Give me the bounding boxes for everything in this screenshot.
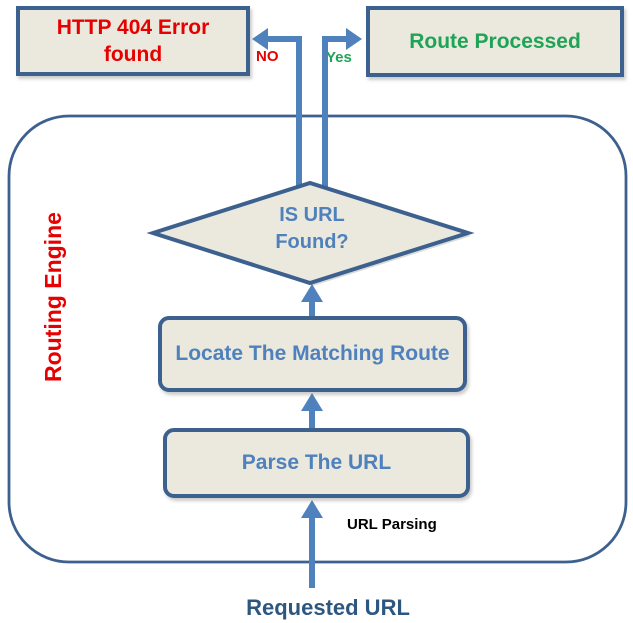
route-processed-label: Route Processed (409, 29, 581, 53)
http-404-error-line1: HTTP 404 Error (56, 16, 210, 39)
edge-label-no: NO (256, 48, 279, 65)
arrowhead-parse-to-locate (301, 393, 323, 411)
edge-label-yes: Yes (326, 49, 352, 66)
decision-line2: Found? (275, 231, 349, 253)
arrowhead-locate-to-decision (301, 284, 323, 302)
node-parse-url: Parse The URL (163, 428, 470, 498)
connector-yes-branch (322, 36, 348, 190)
http-404-error-line2: found (103, 43, 163, 66)
decision-diamond-text: IS URL Found? (232, 202, 392, 256)
node-route-processed: Route Processed (366, 6, 624, 77)
locate-matching-route-label: Locate The Matching Route (175, 342, 450, 365)
decision-diamond (146, 180, 475, 286)
parse-url-label: Parse The URL (241, 451, 392, 474)
url-parsing-annotation: URL Parsing (347, 516, 437, 533)
routing-engine-container-outline (7, 114, 628, 564)
arrowhead-yes-branch (346, 28, 362, 50)
node-http-404-error: HTTP 404 Error found (16, 6, 250, 76)
decision-line1: IS URL (279, 204, 345, 226)
node-locate-matching-route: Locate The Matching Route (158, 316, 467, 392)
arrowhead-no-branch (252, 28, 268, 50)
routing-engine-label: Routing Engine (40, 212, 66, 382)
connector-no-branch (266, 36, 302, 190)
arrowhead-requested-to-parse (301, 500, 323, 518)
requested-url-label: Requested URL (246, 595, 410, 620)
